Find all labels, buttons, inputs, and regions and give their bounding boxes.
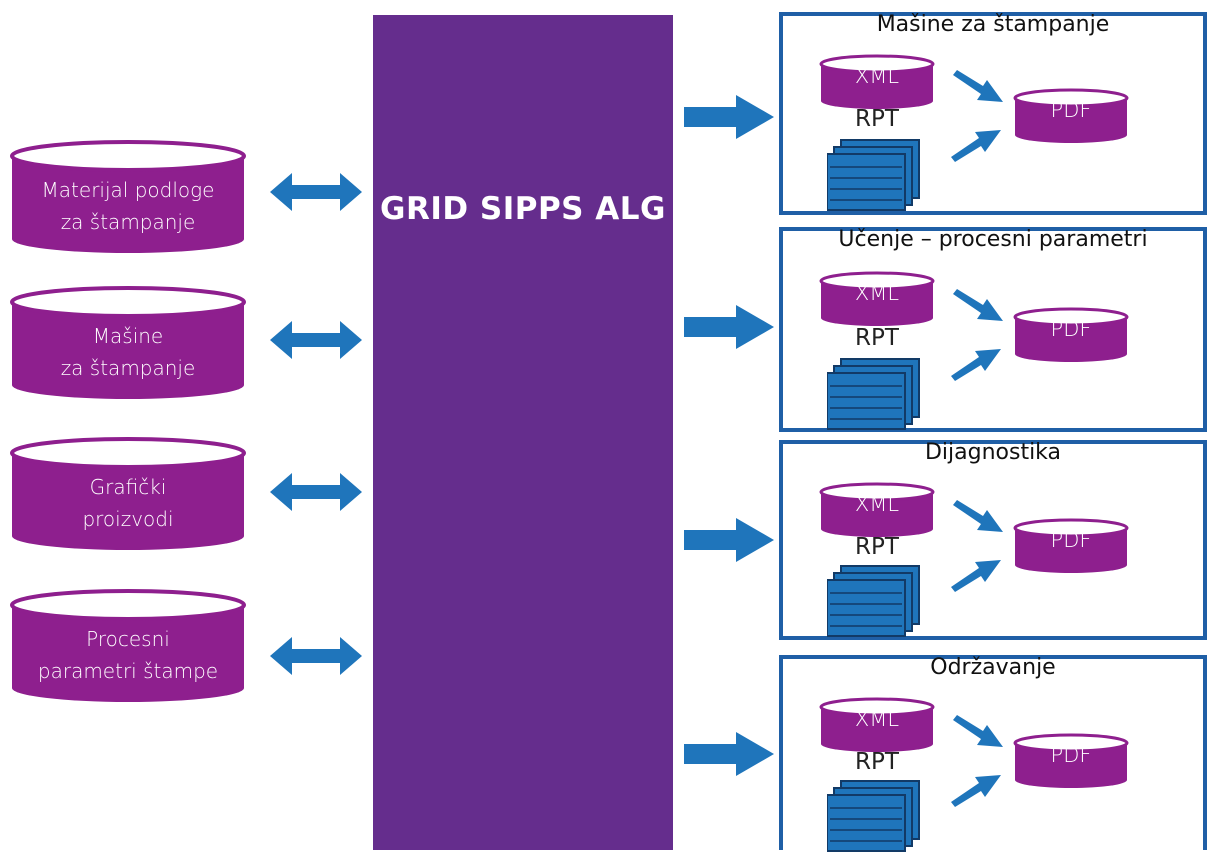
cylinder-shape bbox=[1013, 88, 1129, 143]
rpt-label: RPT bbox=[855, 106, 899, 132]
diagonal-arrow-up-icon bbox=[951, 558, 1003, 592]
diagonal-arrow-up-icon bbox=[951, 347, 1003, 381]
central-block-title: GRID SIPPS ALG bbox=[380, 191, 666, 227]
rpt-label: RPT bbox=[855, 749, 899, 775]
label-line-2: za štampanje bbox=[60, 356, 196, 380]
output-panel-title: Dijagnostika bbox=[924, 440, 1062, 465]
rpt-label: RPT bbox=[855, 325, 899, 351]
pdf-database: PDF bbox=[1013, 307, 1129, 365]
xml-label: XML bbox=[854, 492, 900, 516]
pdf-database: PDF bbox=[1013, 88, 1129, 146]
central-algorithm-block: GRID SIPPS ALG bbox=[373, 15, 673, 850]
input-database-3: Grafički proizvodi bbox=[10, 437, 246, 552]
database-label: Mašine za štampanje bbox=[10, 320, 246, 384]
double-arrow-icon bbox=[270, 172, 362, 212]
label-line-1: Mašine bbox=[92, 324, 164, 348]
xml-label: XML bbox=[854, 281, 900, 305]
output-panel-1: Mašine za štampanje XML RPT PDF bbox=[779, 12, 1207, 215]
cylinder-shape bbox=[1013, 307, 1129, 362]
cylinder-shape bbox=[10, 589, 246, 702]
label-line-1: Procesni bbox=[86, 627, 170, 651]
database-label: Grafički proizvodi bbox=[10, 471, 246, 535]
output-panel-title: Održavanje bbox=[930, 655, 1056, 680]
input-database-1: Materijal podloge za štampanje bbox=[10, 140, 246, 255]
xml-label: XML bbox=[854, 64, 900, 88]
double-arrow-icon bbox=[270, 320, 362, 360]
diagonal-arrow-down-icon bbox=[953, 715, 1005, 749]
pdf-database: PDF bbox=[1013, 733, 1129, 791]
database-label: Procesni parametri štampe bbox=[10, 623, 246, 687]
label-line-1: Materijal podloge bbox=[41, 178, 215, 202]
double-arrow-icon bbox=[270, 472, 362, 512]
output-panel-2: Učenje – procesni parametri XML RPT PDF bbox=[779, 227, 1207, 432]
report-stack-icon bbox=[826, 564, 923, 642]
right-arrow-icon bbox=[684, 518, 774, 562]
diagonal-arrow-down-icon bbox=[953, 500, 1005, 534]
diagonal-arrow-down-icon bbox=[953, 289, 1005, 323]
output-panel-4: Održavanje XML RPT PDF bbox=[779, 655, 1207, 852]
cylinder-shape bbox=[819, 697, 935, 752]
cylinder-shape bbox=[1013, 733, 1129, 788]
cylinder-shape bbox=[10, 286, 246, 399]
right-arrow-icon bbox=[684, 95, 774, 139]
input-database-4: Procesni parametri štampe bbox=[10, 589, 246, 704]
diagonal-arrow-down-icon bbox=[953, 70, 1005, 104]
report-stack-icon bbox=[826, 779, 923, 857]
xml-label: XML bbox=[854, 707, 900, 731]
label-line-2: za štampanje bbox=[60, 210, 196, 234]
pdf-database: PDF bbox=[1013, 518, 1129, 576]
right-arrow-icon bbox=[684, 305, 774, 349]
database-label: Materijal podloge za štampanje bbox=[10, 174, 246, 238]
cylinder-shape bbox=[819, 482, 935, 537]
xml-database: XML bbox=[819, 54, 935, 112]
input-database-2: Mašine za štampanje bbox=[10, 286, 246, 401]
output-panel-title: Mašine za štampanje bbox=[876, 12, 1110, 37]
cylinder-shape bbox=[1013, 518, 1129, 573]
xml-database: XML bbox=[819, 271, 935, 329]
label-line-1: Grafički bbox=[89, 475, 167, 499]
cylinder-shape bbox=[819, 54, 935, 109]
output-panel-3: Dijagnostika XML RPT PDF bbox=[779, 440, 1207, 640]
cylinder-shape bbox=[10, 437, 246, 550]
pdf-label: PDF bbox=[1050, 528, 1092, 552]
label-line-2: parametri štampe bbox=[37, 659, 219, 683]
xml-database: XML bbox=[819, 482, 935, 540]
report-stack-icon bbox=[826, 357, 923, 435]
xml-database: XML bbox=[819, 697, 935, 755]
report-stack-icon bbox=[826, 138, 923, 216]
right-arrow-icon bbox=[684, 732, 774, 776]
cylinder-shape bbox=[10, 140, 246, 253]
pdf-label: PDF bbox=[1050, 317, 1092, 341]
label-line-2: proizvodi bbox=[82, 507, 174, 531]
double-arrow-icon bbox=[270, 636, 362, 676]
pdf-label: PDF bbox=[1050, 98, 1092, 122]
pdf-label: PDF bbox=[1050, 743, 1092, 767]
diagonal-arrow-up-icon bbox=[951, 773, 1003, 807]
output-panel-title: Učenje – procesni parametri bbox=[838, 227, 1148, 252]
cylinder-shape bbox=[819, 271, 935, 326]
rpt-label: RPT bbox=[855, 534, 899, 560]
diagonal-arrow-up-icon bbox=[951, 128, 1003, 162]
